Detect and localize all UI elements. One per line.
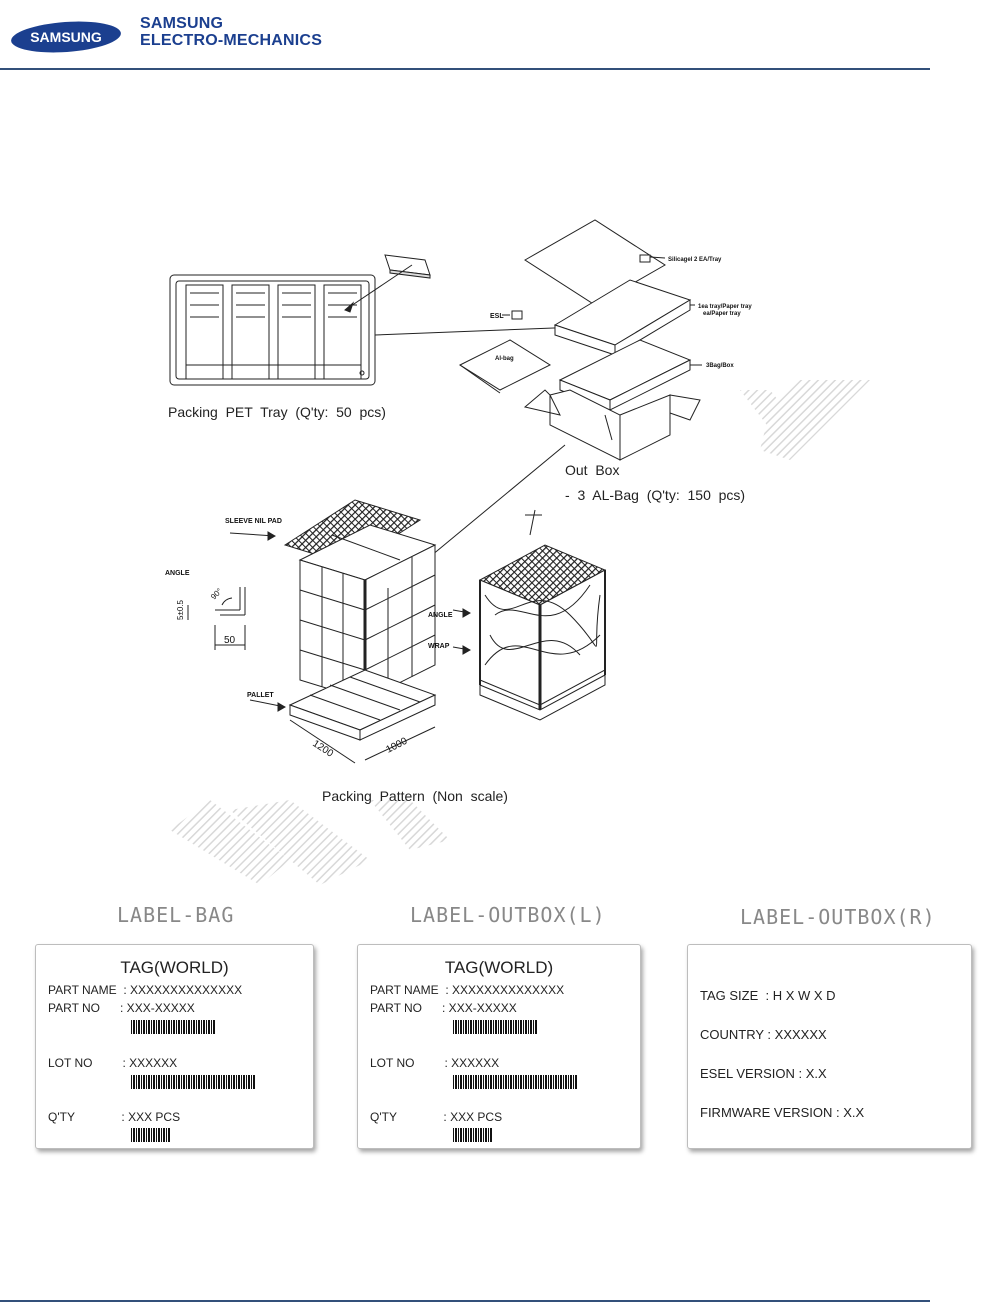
- tag-title: TAG(WORLD): [444, 958, 554, 977]
- label-outbox-r-heading: LABEL-OUTBOX(R): [740, 905, 936, 929]
- al-bag-label: Al-bag: [495, 356, 514, 362]
- company-name-line2: ELECTRO-MECHANICS: [140, 32, 323, 49]
- silicagel-label: Silicagel 2 EA/Tray: [668, 257, 722, 263]
- dim-1200-label: 1200: [310, 738, 335, 760]
- draft-watermark: [170, 380, 870, 885]
- esl-label: ESL: [490, 313, 504, 320]
- qty-field: Q'TY : XXX PCS: [370, 1110, 503, 1124]
- outbox-caption-line2: - 3 AL-Bag (Q'ty: 150 pcs): [565, 487, 746, 503]
- part-name-field: PART NAME : XXXXXXXXXXXXXX: [370, 983, 565, 997]
- firmware-version-field: FIRMWARE VERSION : X.X: [700, 1105, 865, 1120]
- angle-profile-drawing: [187, 587, 246, 650]
- company-name: SAMSUNG ELECTRO-MECHANICS: [140, 15, 322, 49]
- qty-barcode: [453, 1128, 493, 1142]
- company-name-line1: SAMSUNG: [140, 15, 224, 32]
- qty-field: Q'TY : XXX PCS: [48, 1110, 181, 1124]
- tray-label-line2: ea/Paper tray: [703, 311, 741, 317]
- part-name-field: PART NAME : XXXXXXXXXXXXXX: [48, 983, 243, 997]
- footer-rule: [0, 1300, 930, 1302]
- wrap-label: WRAP: [428, 643, 450, 650]
- part-no-field: PART NO : XXX-XXXXX: [48, 1001, 195, 1015]
- label-bag-card: TAG(WORLD) PART NAME : XXXXXXXXXXXXXX PA…: [35, 944, 314, 1149]
- pet-tray-drawing: [169, 274, 376, 386]
- tag-title: TAG(WORLD): [120, 958, 229, 977]
- lot-no-barcode: [453, 1075, 578, 1089]
- outbox-caption-line1: Out Box: [565, 462, 620, 478]
- lot-no-field: LOT NO : XXXXXX: [48, 1056, 178, 1070]
- qty-barcode: [131, 1128, 171, 1142]
- dim-1000-label: 1000: [384, 736, 409, 756]
- bag-box-label: 3Bag/Box: [706, 363, 734, 369]
- angle-left-label: ANGLE: [165, 570, 190, 577]
- angle-width-label: 50: [224, 635, 236, 646]
- al-bag-drawing: [458, 339, 552, 394]
- esl-module-drawing: [344, 254, 431, 313]
- label-outbox-l-card: TAG(WORLD) PART NAME : XXXXXXXXXXXXXX PA…: [357, 944, 641, 1149]
- samsung-logo: SAMSUNG: [11, 21, 121, 53]
- logo-text: SAMSUNG: [30, 29, 102, 45]
- tag-size-field: TAG SIZE : H X W X D: [700, 988, 836, 1003]
- angle-dim-label: 5±0.5: [176, 599, 185, 620]
- label-outbox-r-card: TAG SIZE : H X W X D COUNTRY : XXXXXX ES…: [687, 944, 972, 1149]
- pallet-label: PALLET: [247, 692, 274, 699]
- angle-degree-label: 90°: [209, 586, 224, 601]
- pallet-stack-right: [452, 509, 607, 721]
- country-field: COUNTRY : XXXXXX: [700, 1027, 827, 1042]
- out-box-drawing: [523, 389, 701, 461]
- part-no-barcode: [131, 1020, 216, 1034]
- lot-no-field: LOT NO : XXXXXX: [370, 1056, 500, 1070]
- esel-version-field: ESEL VERSION : X.X: [700, 1066, 827, 1081]
- tray-caption: Packing PET Tray (Q'ty: 50 pcs): [168, 404, 386, 420]
- part-no-barcode: [453, 1020, 538, 1034]
- label-outbox-l-heading: LABEL-OUTBOX(L): [410, 903, 606, 927]
- tray-label-line1: 1ea tray/Paper tray: [698, 304, 752, 310]
- label-bag-heading: LABEL-BAG: [117, 903, 235, 927]
- pallet-stack-left: [249, 524, 437, 764]
- sleeve-pad-label: SLEEVE NIL PAD: [225, 518, 282, 525]
- paper-tray-drawing: [553, 279, 695, 356]
- lot-no-barcode: [131, 1075, 256, 1089]
- pattern-caption: Packing Pattern (Non scale): [322, 788, 508, 804]
- part-no-field: PART NO : XXX-XXXXX: [370, 1001, 517, 1015]
- angle-right-label: ANGLE: [428, 612, 453, 619]
- packing-diagram: Silicagel 2 EA/Tray 1ea tray/Paper tray …: [165, 219, 752, 764]
- header-rule: [0, 68, 930, 70]
